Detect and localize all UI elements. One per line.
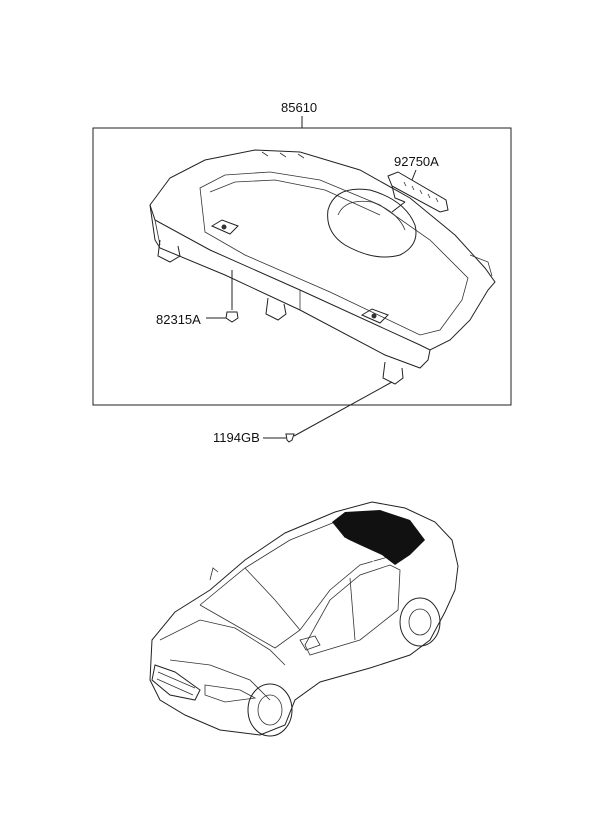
tray-tab-center [265,297,287,321]
leader-92750A [411,169,417,181]
part-label-92750A[interactable]: 92750A [394,154,439,169]
leader-92750A-tip [391,201,406,213]
part-82315A-illustration[interactable] [225,270,239,323]
vehicle-location-illustration [149,501,459,737]
leader-1194GB-to-tray [293,381,393,437]
assembly-label[interactable]: 85610 [281,100,317,115]
tray-tab-left [157,239,181,263]
part-label-1194GB[interactable]: 1194GB [213,430,260,445]
highlighted-tray-location [332,510,425,565]
part-92750A-illustration[interactable] [387,171,449,213]
tray-tab-right [382,361,404,385]
part-label-82315A[interactable]: 82315A [156,312,201,327]
tray-clip-hole-left [210,219,239,235]
tray-clip-hole-right [360,308,389,324]
part-1194GB-illustration[interactable] [285,433,295,443]
assembly-frame [92,127,512,406]
package-tray-illustration[interactable] [149,149,496,385]
